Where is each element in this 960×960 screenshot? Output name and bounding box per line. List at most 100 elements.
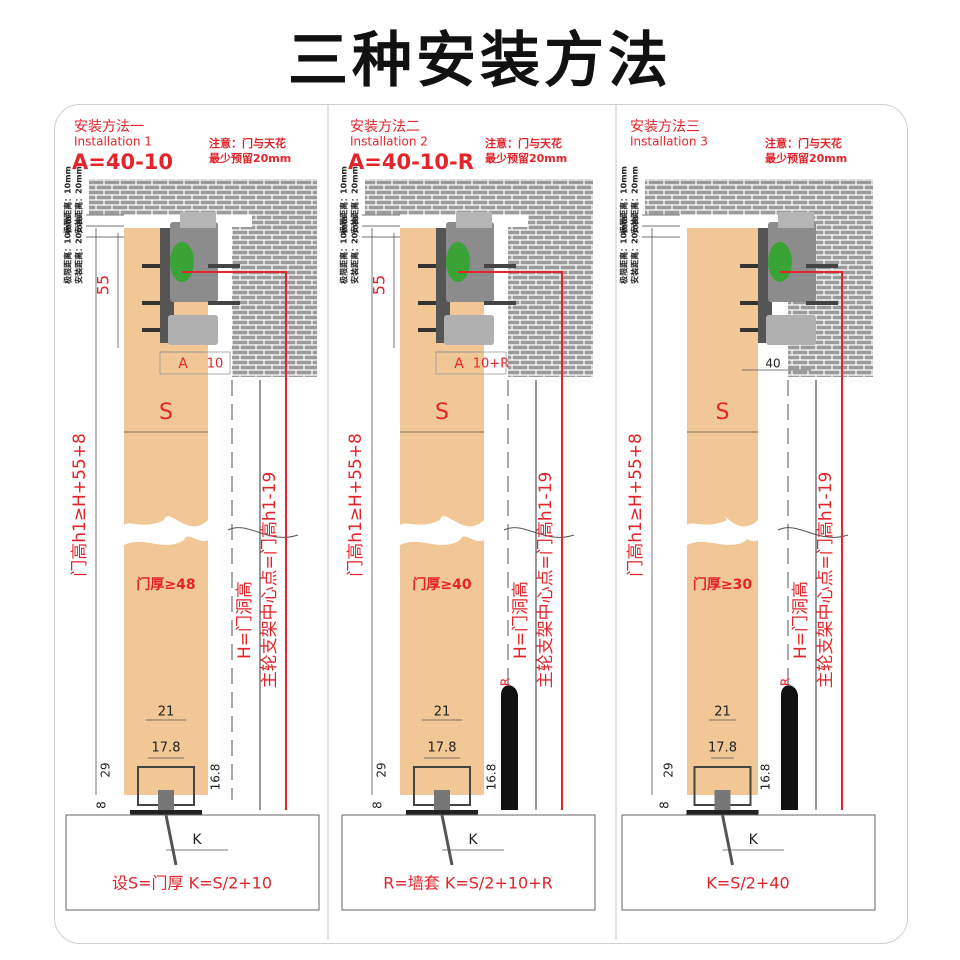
page-title: 三种安装方法 bbox=[288, 26, 672, 96]
dim-29-label: 29 bbox=[662, 762, 676, 777]
wall-notch bbox=[232, 215, 252, 227]
floor-guide bbox=[693, 766, 752, 806]
panel-subtitle: Installation 1 bbox=[74, 135, 152, 149]
door-thickness-label: 门厚≥40 bbox=[412, 576, 471, 593]
floor-screw bbox=[440, 814, 454, 866]
roller-wheel bbox=[170, 242, 194, 282]
dim-8-label: 8 bbox=[95, 801, 109, 809]
dim-s-label: S bbox=[716, 400, 730, 425]
dim-16-8-label: 16.8 bbox=[759, 764, 773, 791]
floor-slab bbox=[621, 814, 876, 911]
carriage-top bbox=[778, 212, 814, 228]
install-distance-label-2: 安装距离：20mm bbox=[74, 216, 84, 284]
wall-sleeve-label: R bbox=[499, 678, 513, 686]
dim-k-label: K bbox=[192, 832, 202, 848]
floor-guide bbox=[413, 766, 471, 806]
ceiling-note: 注意：门与天花 bbox=[485, 136, 562, 150]
dim-55-label: 55 bbox=[94, 275, 113, 295]
dim-k-label: K bbox=[749, 832, 759, 848]
dim-8-label: 8 bbox=[658, 801, 672, 809]
floor-screw bbox=[721, 814, 734, 866]
dim-29-label: 29 bbox=[99, 762, 113, 777]
roller-wheel bbox=[768, 242, 792, 282]
dim-21-label: 21 bbox=[434, 705, 451, 720]
floor-guide bbox=[137, 766, 195, 806]
break-line bbox=[503, 527, 575, 538]
opening-height-label: H=门洞高 bbox=[235, 581, 255, 659]
limit-distance-label: 极限距离：10mm bbox=[63, 166, 73, 234]
door-panel-lower bbox=[400, 536, 484, 795]
wall-sleeve-label: R bbox=[779, 678, 793, 686]
door-height-label: 门高h1≥H+55+8 bbox=[346, 433, 366, 577]
dim-a-label: A bbox=[178, 356, 188, 372]
dim-17-8-label: 17.8 bbox=[708, 741, 737, 756]
break-line bbox=[227, 527, 299, 538]
ceiling-note-2: 最少预留20mm bbox=[765, 151, 847, 165]
bottom-formula: K=S/2+40 bbox=[706, 874, 789, 893]
dim-16-8-label: 16.8 bbox=[209, 764, 223, 791]
ceiling-note-2: 最少预留20mm bbox=[209, 151, 291, 165]
gap-label: 10 bbox=[207, 357, 224, 372]
dim-box bbox=[435, 351, 507, 375]
install-distance-label-2: 安装距离：20mm bbox=[630, 216, 640, 284]
limit-distance-label-2: 极限距离：10mm bbox=[63, 216, 73, 284]
opening-height-label: H=门洞高 bbox=[791, 581, 811, 659]
center-height-label: 主轮支架中心点=门高h1-19 bbox=[536, 472, 556, 689]
bottom-bracket bbox=[444, 315, 494, 345]
door-height-label: 门高h1≥H+55+8 bbox=[70, 433, 90, 577]
dim-k-label: K bbox=[468, 832, 478, 848]
floor-slab bbox=[65, 814, 320, 911]
dim-16-8-label: 16.8 bbox=[485, 764, 499, 791]
install-distance-label: 安装距离：20mm bbox=[630, 166, 640, 234]
dim-29-label: 29 bbox=[375, 762, 389, 777]
dim-s-label: S bbox=[435, 400, 449, 425]
dim-21-label: 21 bbox=[158, 705, 175, 720]
install-distance-label: 安装距离：20mm bbox=[74, 166, 84, 234]
carriage-top bbox=[180, 212, 216, 228]
limit-distance-label-2: 极限距离：10mm bbox=[339, 216, 349, 284]
guide-plate bbox=[406, 810, 478, 815]
guide-plate bbox=[130, 810, 202, 815]
panel-subtitle: Installation 2 bbox=[350, 135, 428, 149]
panel-title: 安装方法二 bbox=[350, 119, 420, 135]
center-height-label: 主轮支架中心点=门高h1-19 bbox=[816, 472, 836, 689]
ceiling-brick bbox=[645, 179, 873, 215]
center-point-line bbox=[458, 271, 563, 810]
floor-screw bbox=[164, 814, 178, 866]
dim-55-label: 55 bbox=[370, 275, 389, 295]
center-point-line bbox=[182, 271, 287, 810]
dim-box bbox=[159, 351, 231, 375]
guide-post bbox=[714, 790, 731, 812]
ceiling-note-2: 最少预留20mm bbox=[485, 151, 567, 165]
door-panel-upper bbox=[687, 228, 758, 527]
bottom-formula: R=墙套 K=S/2+10+R bbox=[383, 874, 553, 893]
ceiling-brick bbox=[89, 179, 317, 215]
door-panel-lower bbox=[124, 536, 208, 795]
floor-slab bbox=[341, 814, 596, 911]
wall-brick bbox=[232, 215, 317, 377]
panel-title: 安装方法一 bbox=[74, 119, 144, 135]
wall-brick bbox=[508, 215, 593, 377]
limit-distance-label: 极限距离：10mm bbox=[619, 166, 629, 234]
door-thickness-label: 门厚≥30 bbox=[693, 576, 752, 593]
door-height-label: 门高h1≥H+55+8 bbox=[626, 433, 646, 577]
door-thickness-label: 门厚≥48 bbox=[136, 576, 195, 593]
opening-height-label: H=门洞高 bbox=[511, 581, 531, 659]
dim-17-8-label: 17.8 bbox=[152, 741, 181, 756]
break-line bbox=[777, 527, 849, 538]
roller-wheel bbox=[446, 242, 470, 282]
limit-distance-label: 极限距离：10mm bbox=[339, 166, 349, 234]
wall-sleeve bbox=[501, 685, 518, 810]
panel-formula: A=40-10-R bbox=[348, 150, 474, 174]
dim-17-8-label: 17.8 bbox=[428, 741, 457, 756]
panel-formula: A=40-10 bbox=[72, 150, 173, 174]
limit-distance-label-2: 极限距离：10mm bbox=[619, 216, 629, 284]
dim-a-label: A bbox=[454, 356, 464, 372]
wall-notch bbox=[508, 215, 528, 227]
bottom-formula: 设S=门厚 K=S/2+10 bbox=[112, 874, 272, 893]
gap-label: 40 bbox=[765, 357, 780, 371]
